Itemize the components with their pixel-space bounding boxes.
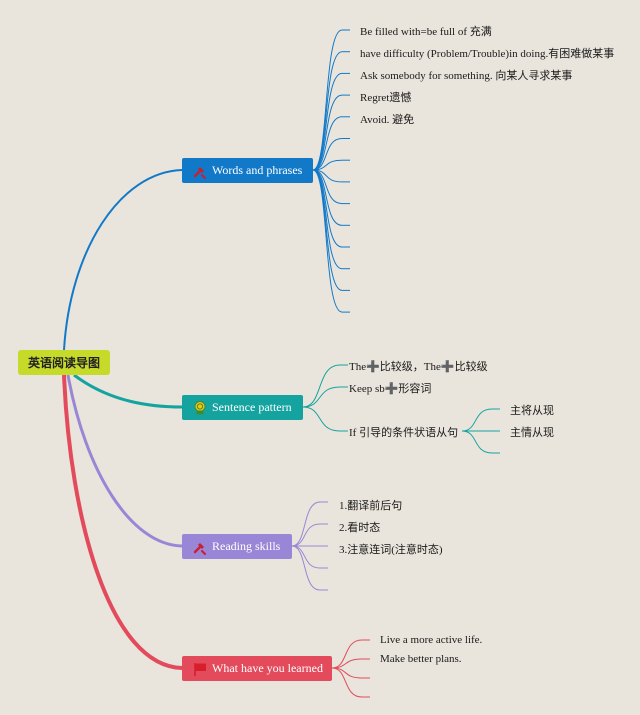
connector-line [302, 364, 341, 408]
connector-line [291, 545, 321, 591]
connector-line [331, 667, 363, 698]
sentence-subitem[interactable]: 主情从现 [510, 427, 554, 439]
tools-icon [193, 542, 206, 555]
words-item[interactable]: Be filled with=be full of 充满 [360, 26, 492, 38]
connector-words [63, 169, 183, 351]
branch-words-and-phrases[interactable]: Words and phrases [182, 158, 313, 183]
learned-item[interactable]: Live a more active life. [380, 634, 483, 646]
words-item[interactable]: Avoid. 避免 [360, 114, 415, 126]
reading-item[interactable]: 3.注意连词(注意时态) [339, 544, 443, 556]
branch-what-have-you-learned[interactable]: What have you learned [182, 656, 332, 681]
connector-line [312, 138, 343, 171]
branch-label: What have you learned [212, 661, 323, 675]
branch-sentence-pattern[interactable]: Sentence pattern [182, 395, 303, 420]
words-item[interactable]: have difficulty (Problem/Trouble)in doin… [360, 48, 615, 60]
sentence-fan [302, 364, 500, 454]
connector-sentence [73, 373, 183, 409]
words-item[interactable]: Regret遗憾 [360, 92, 412, 104]
connector-line [331, 639, 363, 669]
connector-line [291, 523, 321, 547]
reading-fan [291, 501, 328, 591]
sentence-item[interactable]: The➕比较级，The➕比较级 [349, 361, 488, 373]
branch-label: Words and phrases [212, 163, 303, 177]
connector-line [302, 386, 341, 408]
connector-learned [62, 374, 183, 670]
sentence-item[interactable]: If 引导的条件状语从句 [349, 427, 459, 439]
reading-item[interactable]: 1.翻译前后句 [339, 500, 403, 512]
connector-line [291, 545, 321, 569]
sentence-item[interactable]: Keep sb➕形容词 [349, 383, 432, 395]
connector-line [312, 94, 343, 171]
learned-fan [331, 639, 370, 698]
flag-icon [194, 662, 206, 676]
medal-icon [194, 400, 206, 415]
connector-line [291, 501, 321, 547]
reading-item[interactable]: 2.看时态 [339, 522, 381, 534]
words-item[interactable]: Ask somebody for something. 向某人寻求某事 [360, 70, 573, 82]
connector-line [312, 72, 343, 171]
branch-reading-skills[interactable]: Reading skills [182, 534, 292, 559]
tools-icon [193, 166, 206, 179]
branch-label: Reading skills [212, 539, 281, 553]
connector-line [461, 430, 493, 454]
root-node[interactable]: 英语阅读导图 [18, 350, 110, 375]
sentence-subitem[interactable]: 主将从现 [510, 405, 554, 417]
connector-line [312, 116, 343, 171]
connector-line [312, 169, 343, 313]
connector-reading [66, 374, 183, 548]
connector-line [312, 29, 343, 171]
connector-line [312, 51, 343, 171]
connector-line [461, 408, 493, 432]
learned-item[interactable]: Make better plans. [380, 653, 462, 665]
branch-label: Sentence pattern [212, 400, 292, 414]
words-fan [312, 29, 350, 313]
connector-line [302, 406, 341, 432]
connector-line [331, 667, 363, 679]
